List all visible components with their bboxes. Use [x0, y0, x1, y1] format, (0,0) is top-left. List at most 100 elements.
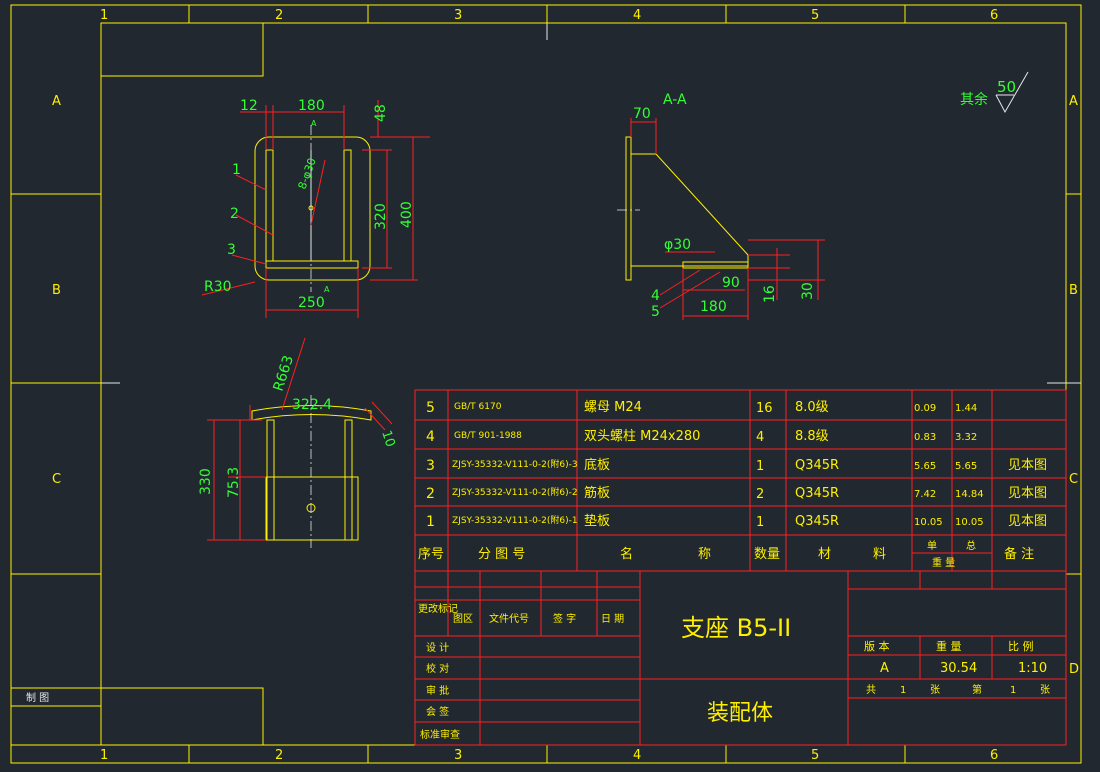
grid-col-label: 5: [811, 748, 819, 763]
bom-total: 5.65: [955, 461, 977, 472]
sheet-no: 1: [1010, 685, 1016, 696]
bom-qty: 2: [756, 487, 764, 502]
bom-no: 3: [426, 458, 435, 474]
bom-name: 筋板: [584, 485, 610, 501]
bom-note: 见本图: [1008, 514, 1047, 529]
bom-unit: 0.09: [914, 403, 936, 414]
dim-250: 250: [298, 295, 325, 311]
bom-header-code: 分 图 号: [478, 547, 525, 562]
bom-code: GB/T 6170: [454, 402, 502, 412]
bom-name: 双头螺柱 M24x280: [584, 429, 700, 444]
section-title: A-A: [663, 92, 687, 108]
grid-col-label: 1: [100, 8, 108, 23]
rev-mark-label: 更改标记: [418, 602, 458, 615]
leader-1: 1: [232, 162, 241, 178]
section-mark-top: A: [311, 119, 317, 128]
bom-name: 螺母 M24: [584, 400, 642, 415]
section-mark-bottom: A: [324, 285, 330, 294]
bom-name: 垫板: [584, 513, 610, 529]
bom-header: 序号 分 图 号 名 称 数量 材 料 单 总 重 量 备 注: [418, 539, 1034, 569]
bom-header-material-a: 材: [818, 547, 831, 562]
roughness-value: 50: [997, 78, 1016, 96]
roughness-label: 其余: [960, 91, 988, 108]
bom-code: ZJSY-35332-V111-0-2(附6)-1: [452, 514, 578, 526]
bom-header-name-b: 称: [698, 547, 711, 562]
sheet-unit: 张: [930, 684, 940, 696]
version-value: A: [880, 661, 889, 676]
dim-70: 70: [633, 106, 651, 122]
sheet-unit-2: 张: [1040, 684, 1050, 696]
grid-row-label: C: [52, 472, 61, 487]
bom-total: 1.44: [955, 403, 977, 414]
doc-no-label: 文件代号: [489, 612, 529, 625]
hole-note: 8-φ30: [296, 156, 319, 191]
bom-no: 5: [426, 400, 435, 416]
bom-note: 见本图: [1008, 458, 1047, 473]
bom-code: ZJSY-35332-V111-0-2(附6)-2: [452, 486, 578, 498]
countersign-label: 会 签: [426, 705, 449, 718]
grid-col-label: 4: [633, 748, 641, 763]
bom-header-material-b: 料: [873, 547, 886, 562]
grid-col-label: 4: [633, 8, 641, 23]
date-label: 日 期: [601, 613, 624, 625]
bom-total: 14.84: [955, 489, 984, 500]
bom-row: 3 ZJSY-35332-V111-0-2(附6)-3 底板 1 Q345R 5…: [426, 457, 1047, 474]
check-label: 校 对: [426, 662, 449, 675]
bom-header-note: 备 注: [1004, 546, 1034, 562]
weight-label: 重 量: [936, 639, 962, 653]
bom-header-qty: 数量: [754, 547, 780, 562]
bom-no: 2: [426, 486, 435, 502]
bom-qty: 1: [756, 459, 764, 474]
grid-row-label: A: [52, 94, 61, 109]
grid-col-label: 5: [811, 8, 819, 23]
dim-12: 12: [240, 98, 258, 114]
grid-labels: 1 2 3 4 5 6 1 2 3 4 5 6 A B C A B C D: [52, 8, 1079, 763]
dim-180-b: 180: [700, 299, 727, 315]
bom-unit: 5.65: [914, 461, 936, 472]
dim-180: 180: [298, 98, 325, 114]
bom-material: Q345R: [795, 458, 839, 473]
bom-row: 2 ZJSY-35332-V111-0-2(附6)-2 筋板 2 Q345R 7…: [426, 485, 1047, 502]
bom-header-unit: 单: [927, 540, 937, 552]
sheet-total: 1: [900, 685, 906, 696]
leader-2: 2: [230, 206, 239, 222]
scale-value: 1:10: [1018, 661, 1047, 676]
bom-material: Q345R: [795, 486, 839, 501]
side-view: R663 322.4 10 330 75.3: [198, 337, 398, 548]
dim-400: 400: [399, 201, 415, 228]
bom-row: 4 GB/T 901-1988 双头螺柱 M24x280 4 8.8级 0.83…: [426, 429, 977, 445]
bom-header-name-a: 名: [620, 546, 633, 562]
standard-label: 标准审查: [420, 728, 460, 741]
bom-material: Q345R: [795, 514, 839, 529]
bom-code: ZJSY-35332-V111-0-2(附6)-3: [452, 458, 578, 470]
review-label: 审 批: [426, 684, 449, 697]
bom-unit: 0.83: [914, 432, 936, 443]
dim-322-4: 322.4: [292, 397, 332, 413]
leader-3: 3: [227, 242, 236, 258]
grid-col-label: 3: [454, 8, 462, 23]
bom-no: 4: [426, 429, 435, 445]
bom-material: 8.8级: [795, 429, 829, 444]
grid-col-label: 3: [454, 748, 462, 763]
zone-label: 图区: [453, 613, 473, 625]
bom-row: 1 ZJSY-35332-V111-0-2(附6)-1 垫板 1 Q345R 1…: [426, 513, 1047, 530]
leader-5: 5: [651, 304, 660, 320]
sheet-no-label: 第: [972, 683, 982, 696]
dim-320: 320: [373, 203, 389, 230]
leader-4: 4: [651, 288, 660, 304]
title-block: 支座 B5-ⅠⅠ 装配体 更改标记 图区 文件代号 签 字 日 期 设 计 校 …: [414, 570, 1067, 746]
bom-name: 底板: [584, 457, 610, 473]
bom-total: 3.32: [955, 432, 977, 443]
grid-row-label: A: [1069, 94, 1078, 109]
version-label: 版 本: [864, 639, 890, 653]
dim-330: 330: [198, 468, 214, 495]
bom-qty: 1: [756, 515, 764, 530]
grid-col-label: 2: [275, 8, 283, 23]
dim-10: 10: [378, 429, 397, 449]
grid-row-label: B: [52, 283, 61, 298]
grid-col-label: 1: [100, 748, 108, 763]
dim-r30: R30: [204, 279, 232, 295]
dim-16: 16: [762, 285, 778, 303]
bom-note: 见本图: [1008, 486, 1047, 501]
grid-row-label: D: [1069, 662, 1079, 677]
